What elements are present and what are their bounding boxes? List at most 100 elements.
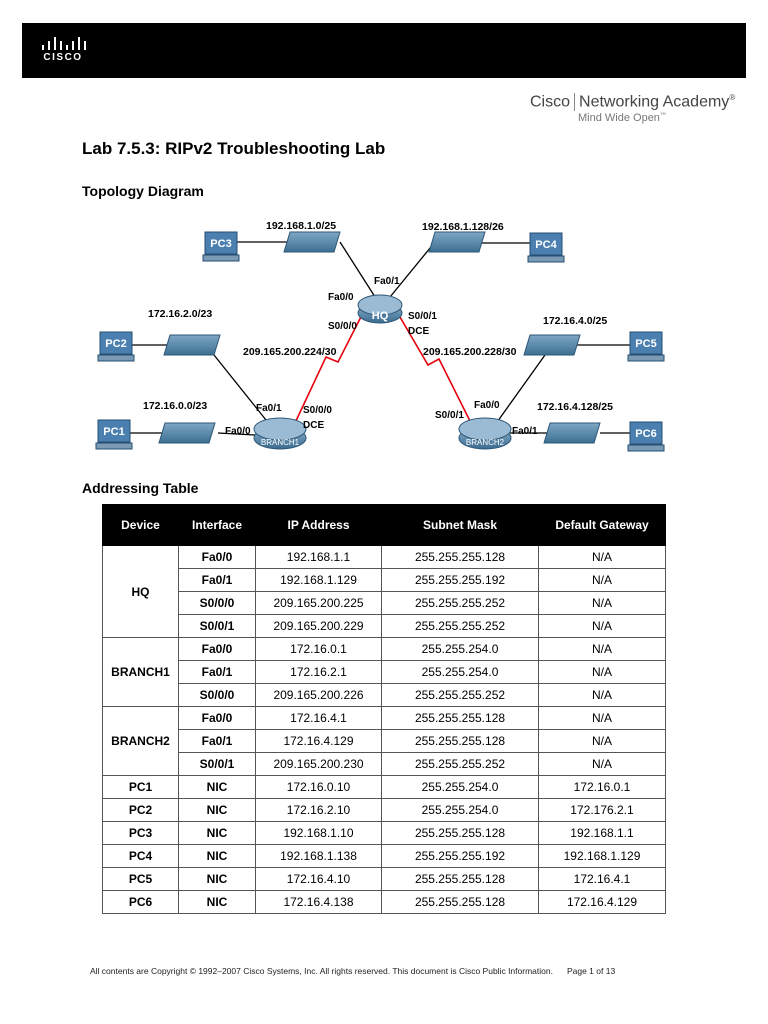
gateway-cell: N/A [538,683,666,707]
interface-cell: NIC [178,867,256,891]
ip-address-cell: 192.168.1.138 [255,844,382,868]
addressing-heading: Addressing Table [82,480,199,496]
device-cell: PC5 [102,867,179,891]
device-cell: PC3 [102,821,179,845]
ip-address-cell: 209.165.200.225 [255,591,382,615]
device-cell: HQ [102,545,179,638]
interface-label: Fa0/1 [256,403,282,414]
interface-cell: NIC [178,844,256,868]
gateway-cell: 192.168.1.129 [538,844,666,868]
subnet-mask-cell: 255.255.255.192 [381,844,539,868]
interface-cell: Fa0/1 [178,568,256,592]
ip-address-cell: 192.168.1.129 [255,568,382,592]
device-cell: PC2 [102,798,179,822]
ip-address-cell: 172.16.4.10 [255,867,382,891]
wan-network-label: 209.165.200.224/30 [243,346,337,358]
addressing-table: Device Interface IP Address Subnet Mask … [102,504,666,914]
device-cell: PC6 [102,890,179,914]
interface-cell: Fa0/1 [178,729,256,753]
device-cell: PC4 [102,844,179,868]
subnet-mask-cell: 255.255.255.128 [381,706,539,730]
gateway-cell: N/A [538,706,666,730]
interface-label: S0/0/1 [435,410,464,421]
gateway-cell: N/A [538,591,666,615]
subnet-mask-cell: 255.255.255.128 [381,821,539,845]
interface-label: Fa0/0 [225,426,251,437]
pc2-label: PC2 [105,338,126,350]
interface-label: S0/0/1 [408,311,437,322]
subnet-mask-cell: 255.255.255.252 [381,614,539,638]
gateway-cell: N/A [538,660,666,684]
interface-label: Fa0/0 [328,292,354,303]
interface-label: DCE [303,420,324,431]
subnet-mask-cell: 255.255.255.252 [381,591,539,615]
network-label: 192.168.1.0/25 [266,220,336,232]
pc1-label: PC1 [103,426,124,438]
interface-label: S0/0/0 [303,405,332,416]
ip-address-cell: 172.16.2.10 [255,798,382,822]
interface-cell: S0/0/1 [178,752,256,776]
network-label: 172.16.4.128/25 [537,401,613,413]
header-banner [22,23,746,78]
subnet-mask-cell: 255.255.254.0 [381,798,539,822]
device-cell: PC1 [102,775,179,799]
interface-label: DCE [408,326,429,337]
ip-address-cell: 209.165.200.229 [255,614,382,638]
table-header-row: Device Interface IP Address Subnet Mask … [102,504,666,546]
academy-tagline: Mind Wide Open [578,112,660,124]
column-header: Subnet Mask [381,504,539,546]
device-cell: BRANCH2 [102,706,179,776]
ip-address-cell: 172.16.4.1 [255,706,382,730]
gateway-cell: 172.16.0.1 [538,775,666,799]
subnet-mask-cell: 255.255.255.252 [381,752,539,776]
copyright-text: All contents are Copyright © 1992–2007 C… [90,966,553,976]
column-header: Interface [178,504,256,546]
interface-label: Fa0/1 [512,426,538,437]
interface-cell: S0/0/0 [178,683,256,707]
cisco-logo: CISCO [38,34,98,70]
interface-label: Fa0/0 [474,400,500,411]
subnet-mask-cell: 255.255.255.192 [381,568,539,592]
pc3-label: PC3 [210,238,231,250]
topology-heading: Topology Diagram [82,183,204,199]
topology-diagram: HQ BRANCH1 BRANCH2 PC3 PC4 PC2 PC5 PC1 P… [95,220,665,452]
network-label: 172.16.2.0/23 [148,308,212,320]
network-label: 172.16.0.0/23 [143,400,207,412]
interface-label: S0/0/0 [328,321,357,332]
interface-cell: NIC [178,798,256,822]
cisco-bridge-icon [40,36,88,50]
router-icon [253,294,512,450]
switch-icon [158,231,601,444]
pc4-label: PC4 [535,239,557,251]
page-number: Page 1 of 13 [566,966,616,976]
pc5-label: PC5 [635,338,656,350]
column-header: Default Gateway [538,504,666,546]
subnet-mask-cell: 255.255.254.0 [381,637,539,661]
interface-cell: S0/0/1 [178,614,256,638]
ip-address-cell: 172.16.0.1 [255,637,382,661]
interface-cell: NIC [178,775,256,799]
pc-icon [95,231,665,452]
subnet-mask-cell: 255.255.255.128 [381,890,539,914]
interface-cell: Fa0/0 [178,637,256,661]
gateway-cell: N/A [538,729,666,753]
interface-cell: NIC [178,890,256,914]
interface-label: Fa0/1 [374,276,400,287]
wan-links [294,304,473,426]
subnet-mask-cell: 255.255.255.128 [381,729,539,753]
interface-cell: Fa0/0 [178,706,256,730]
ip-address-cell: 209.165.200.230 [255,752,382,776]
ip-address-cell: 172.16.4.138 [255,890,382,914]
